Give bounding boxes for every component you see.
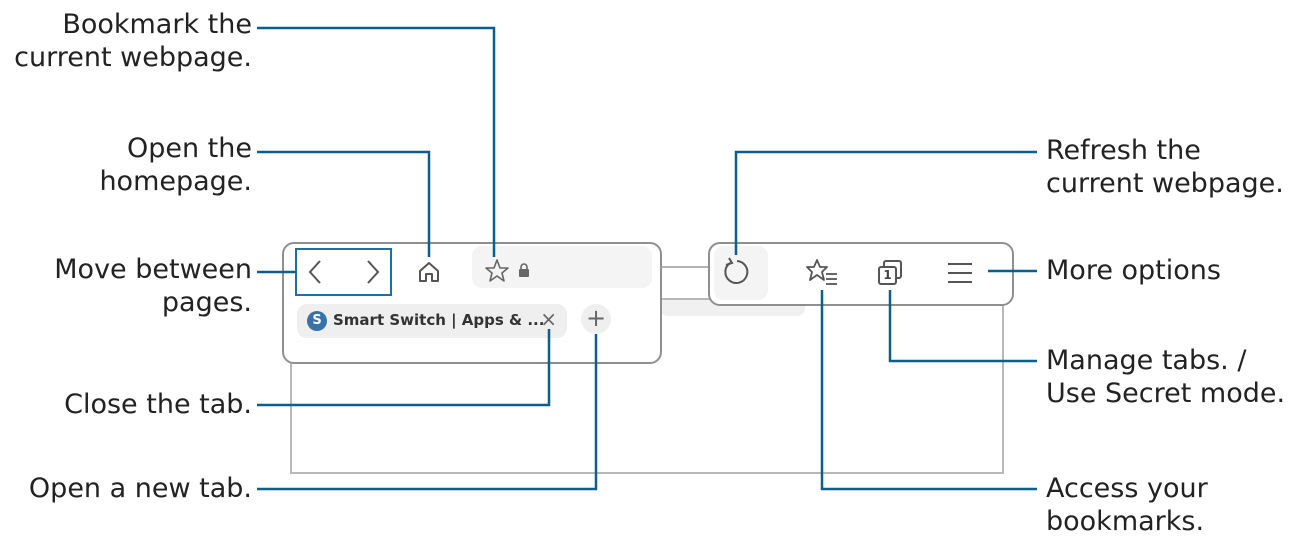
- label-line: Open the: [126, 133, 252, 164]
- label-line: bookmarks.: [1046, 506, 1205, 537]
- label-manage-tabs: Manage tabs. / Use Secret mode.: [1046, 344, 1285, 410]
- browser-tab[interactable]: S Smart Switch | Apps & ... ×: [297, 304, 567, 338]
- callout-homepage: [257, 150, 431, 257]
- label-new-tab: Open a new tab.: [29, 472, 252, 505]
- refresh-button-bg: [714, 246, 768, 300]
- label-bookmarks: Access your bookmarks.: [1046, 472, 1208, 538]
- bookmarks-icon[interactable]: [805, 258, 839, 288]
- plus-icon[interactable]: +: [581, 304, 611, 334]
- label-line: Use Secret mode.: [1046, 378, 1286, 409]
- lock-icon: [519, 263, 529, 277]
- label-line: current webpage.: [14, 42, 252, 73]
- callout-close-tab: [257, 329, 551, 407]
- back-icon[interactable]: [306, 259, 324, 285]
- close-icon[interactable]: ×: [540, 307, 557, 331]
- label-line: Access your: [1046, 473, 1208, 504]
- label-line: Move between: [54, 254, 252, 285]
- label-move: Move between pages.: [54, 253, 252, 319]
- callout-refresh: [734, 150, 1037, 255]
- label-line: Open a new tab.: [28, 473, 252, 504]
- label-line: Close the tab.: [64, 389, 252, 420]
- callout-new-tab: [257, 334, 598, 491]
- label-line: More options: [1046, 255, 1221, 286]
- label-line: Refresh the: [1046, 135, 1201, 166]
- label-close-tab: Close the tab.: [64, 388, 252, 421]
- label-homepage: Open the homepage.: [99, 132, 252, 198]
- label-line: current webpage.: [1046, 168, 1284, 199]
- label-line: homepage.: [99, 166, 252, 197]
- label-line: pages.: [161, 287, 252, 318]
- star-icon[interactable]: [484, 258, 510, 284]
- callout-bookmark: [257, 26, 496, 257]
- tabs-count: 1: [878, 266, 897, 285]
- callout-manage-tabs: [888, 290, 1037, 363]
- forward-icon[interactable]: [364, 259, 382, 285]
- tab-title: Smart Switch | Apps & ...: [333, 311, 545, 329]
- label-more: More options: [1046, 254, 1221, 287]
- callout-bookmarks: [820, 290, 1037, 491]
- home-icon[interactable]: [417, 260, 441, 284]
- address-bar[interactable]: [472, 246, 652, 288]
- refresh-icon[interactable]: [720, 256, 750, 288]
- menu-icon[interactable]: [946, 261, 974, 285]
- left-toolbar-panel: [282, 242, 662, 364]
- label-line: Manage tabs. /: [1046, 345, 1247, 376]
- tabs-icon[interactable]: 1: [876, 258, 906, 288]
- site-favicon: S: [307, 311, 327, 331]
- label-refresh: Refresh the current webpage.: [1046, 134, 1284, 200]
- label-bookmark: Bookmark the current webpage.: [14, 8, 252, 74]
- label-line: Bookmark the: [62, 9, 252, 40]
